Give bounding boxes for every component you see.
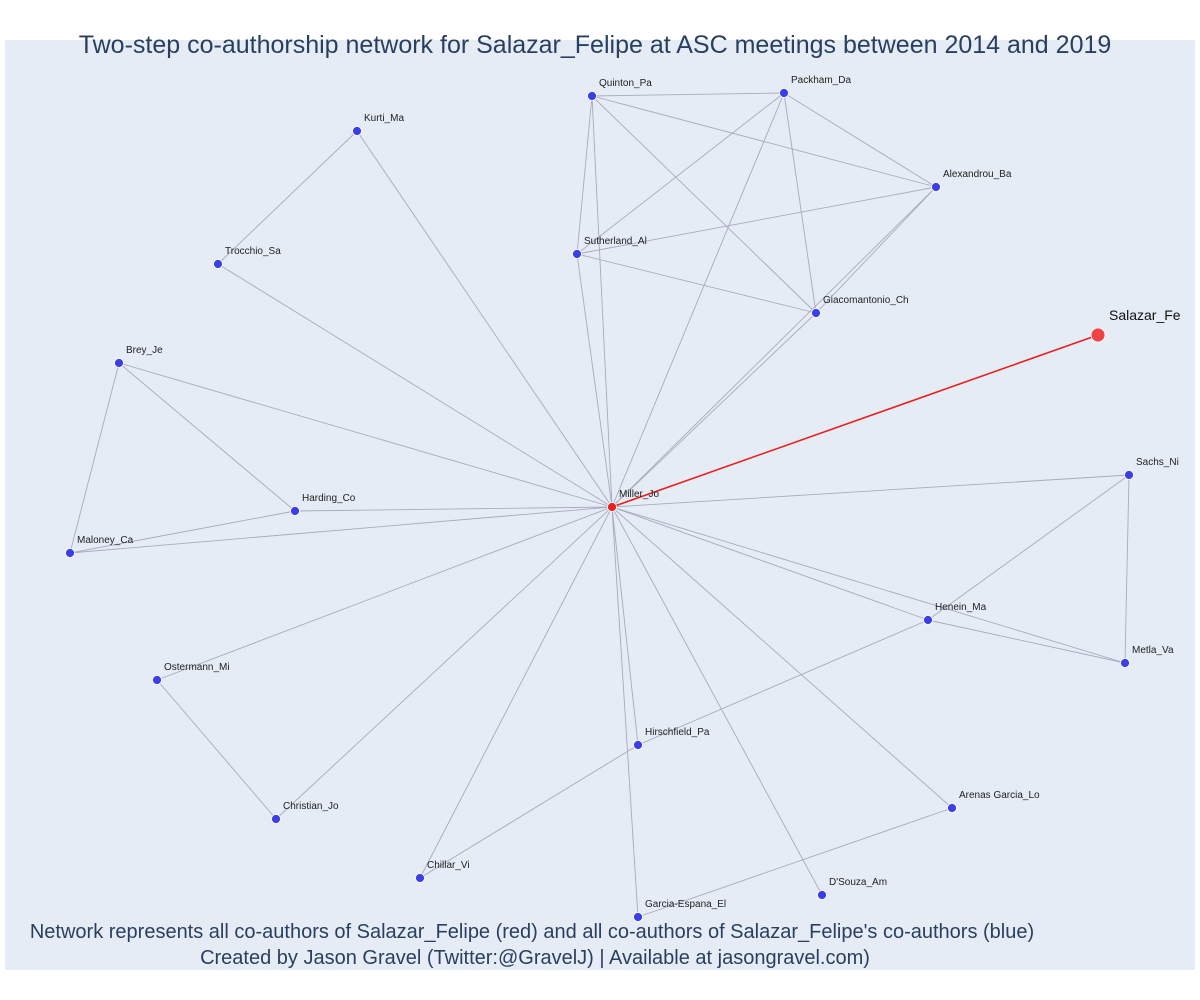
edge-miller-jo-harding-co [294, 506, 613, 512]
edge-miller-jo-ostermann-mi [156, 506, 613, 681]
node-ostermann-mi[interactable] [152, 675, 162, 685]
node-label-sutherland-al: Sutherland_Al [584, 236, 647, 247]
node-d-souza-am[interactable] [817, 890, 827, 900]
edge-alexandrou-ba-giacomantonio-ch [815, 186, 937, 314]
edge-miller-jo-giacomantonio-ch [611, 312, 817, 508]
node-sachs-ni[interactable] [1124, 470, 1134, 480]
node-christian-jo[interactable] [271, 814, 281, 824]
edge-harding-co-maloney-ca [69, 510, 296, 554]
edge-miller-jo-arenas-garcia-lo [611, 506, 953, 809]
edge-miller-jo-brey-je [118, 362, 613, 508]
edge-packham-da-alexandrou-ba [783, 92, 937, 188]
edge-quinton-pa-sutherland-al [576, 95, 593, 255]
node-label-henein-ma: Henein_Ma [935, 602, 987, 613]
node-trocchio-sa[interactable] [213, 259, 223, 269]
node-henein-ma[interactable] [923, 615, 933, 625]
node-label-alexandrou-ba: Alexandrou_Ba [943, 169, 1012, 180]
edge-miller-jo-quinton-pa [591, 95, 613, 508]
edge-sachs-ni-metla-va [1124, 474, 1130, 664]
node-label-metla-va: Metla_Va [1132, 645, 1174, 656]
edge-miller-jo-trocchio-sa [217, 263, 613, 508]
footer-line-2: Created by Jason Gravel (Twitter:@Gravel… [200, 947, 870, 969]
node-hirschfield-pa[interactable] [633, 740, 643, 750]
plot-background [5, 40, 1195, 970]
edge-salazar-fe-miller-jo [611, 334, 1099, 508]
edge-miller-jo-garcia-espana-el [611, 506, 639, 918]
edge-quinton-pa-alexandrou-ba [591, 95, 937, 188]
node-label-trocchio-sa: Trocchio_Sa [225, 246, 281, 257]
node-garcia-espana-el[interactable] [633, 912, 643, 922]
node-label-garcia-espana-el: Garcia-Espana_El [645, 899, 726, 910]
edge-sutherland-al-giacomantonio-ch [576, 253, 817, 314]
node-label-kurti-ma: Kurti_Ma [364, 113, 404, 124]
edge-miller-jo-kurti-ma [356, 130, 613, 508]
node-label-arenas-garcia-lo: Arenas Garcia_Lo [959, 790, 1040, 801]
node-label-giacomantonio-ch: Giacomantonio_Ch [823, 295, 909, 306]
node-brey-je[interactable] [114, 358, 124, 368]
node-label-brey-je: Brey_Je [126, 345, 163, 356]
edge-quinton-pa-packham-da [591, 92, 785, 97]
edge-miller-jo-metla-va [611, 506, 1126, 664]
edge-miller-jo-chillar-vi [419, 506, 613, 879]
edge-ostermann-mi-christian-jo [156, 679, 277, 820]
node-label-harding-co: Harding_Co [302, 493, 356, 504]
node-quinton-pa[interactable] [587, 91, 597, 101]
node-label-packham-da: Packham_Da [791, 75, 851, 86]
edge-miller-jo-sachs-ni [611, 474, 1130, 508]
edge-arenas-garcia-lo-garcia-espana-el [637, 807, 953, 918]
edge-packham-da-giacomantonio-ch [783, 92, 817, 314]
node-label-maloney-ca: Maloney_Ca [77, 535, 134, 546]
edge-miller-jo-christian-jo [275, 506, 613, 820]
edge-miller-jo-packham-da [611, 92, 785, 508]
node-kurti-ma[interactable] [352, 126, 362, 136]
node-metla-va[interactable] [1120, 658, 1130, 668]
footer-line-1: Network represents all co-authors of Sal… [30, 921, 1034, 943]
edge-miller-jo-maloney-ca [69, 506, 613, 554]
node-label-christian-jo: Christian_Jo [283, 801, 339, 812]
edge-brey-je-harding-co [118, 362, 296, 512]
node-label-chillar-vi: Chillar_Vi [427, 860, 470, 871]
node-miller-jo[interactable] [607, 502, 617, 512]
edge-sachs-ni-henein-ma [927, 474, 1130, 621]
edge-miller-jo-henein-ma [611, 506, 929, 621]
node-label-ostermann-mi: Ostermann_Mi [164, 662, 230, 673]
edge-packham-da-sutherland-al [576, 92, 785, 255]
node-label-salazar-fe: Salazar_Fe [1109, 307, 1181, 323]
edge-henein-ma-hirschfield-pa [637, 619, 929, 746]
edge-miller-jo-sutherland-al [576, 253, 613, 508]
node-alexandrou-ba[interactable] [931, 182, 941, 192]
edges-layer [69, 92, 1130, 918]
node-giacomantonio-ch[interactable] [811, 308, 821, 318]
edge-kurti-ma-trocchio-sa [217, 130, 358, 265]
node-chillar-vi[interactable] [415, 873, 425, 883]
nodes-layer [65, 88, 1134, 922]
edge-brey-je-maloney-ca [69, 362, 120, 554]
edge-henein-ma-metla-va [927, 619, 1126, 664]
node-label-miller-jo: Miller_Jo [619, 489, 659, 500]
edge-miller-jo-d-souza-am [611, 506, 823, 896]
node-label-sachs-ni: Sachs_Ni [1136, 457, 1179, 468]
edge-alexandrou-ba-sutherland-al [576, 186, 937, 255]
node-arenas-garcia-lo[interactable] [947, 803, 957, 813]
node-harding-co[interactable] [290, 506, 300, 516]
node-label-quinton-pa: Quinton_Pa [599, 78, 652, 89]
node-packham-da[interactable] [779, 88, 789, 98]
node-sutherland-al[interactable] [572, 249, 582, 259]
edge-miller-jo-alexandrou-ba [611, 186, 937, 508]
edge-miller-jo-hirschfield-pa [611, 506, 639, 746]
node-salazar-fe[interactable] [1090, 327, 1106, 343]
node-maloney-ca[interactable] [65, 548, 75, 558]
node-label-hirschfield-pa: Hirschfield_Pa [645, 727, 710, 738]
edge-hirschfield-pa-chillar-vi [419, 744, 639, 879]
node-label-d-souza-am: D'Souza_Am [829, 877, 887, 888]
chart-title: Two-step co-authorship network for Salaz… [79, 31, 1112, 59]
edge-quinton-pa-giacomantonio-ch [591, 95, 817, 314]
